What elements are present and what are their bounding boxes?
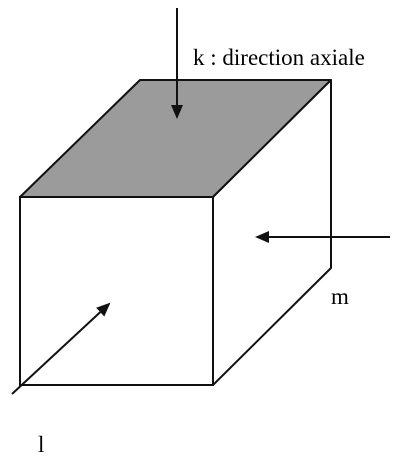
cube-front-face [19,196,214,386]
label-l: l [38,432,44,456]
arrow-l [11,302,111,395]
label-k: k : direction axiale [193,45,365,70]
label-m: m [331,284,349,309]
